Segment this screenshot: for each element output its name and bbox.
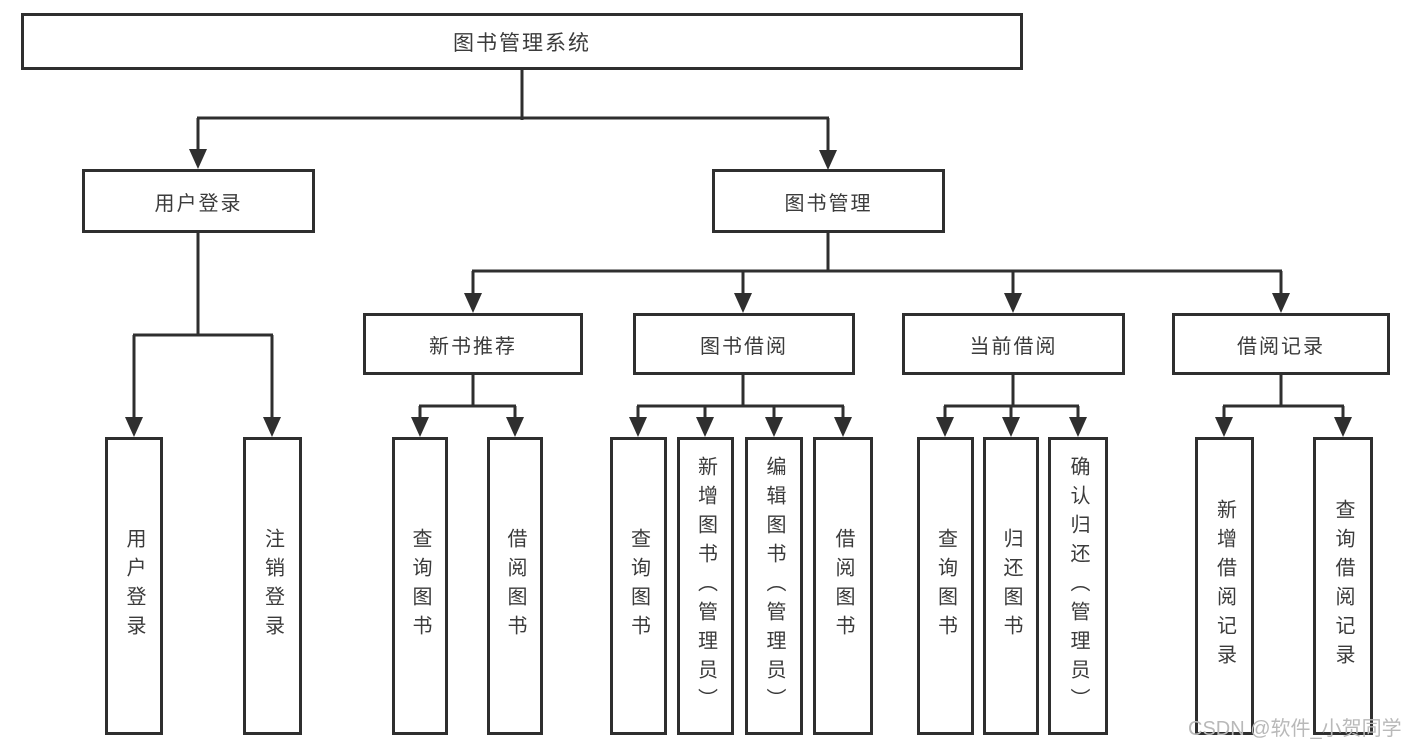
connector-borrow-records-to-leaves [1215,375,1352,437]
leaf-confirm-return-admin-label: 确认归还（管理员） [1067,455,1089,717]
connector-root-to-level1 [189,69,837,170]
leaf-borrow-books-recommend: 借阅图书 [487,437,543,735]
node-borrowing-records: 借阅记录 [1172,313,1390,375]
connector-book-borrow-to-leaves [629,375,852,437]
node-current-borrowing: 当前借阅 [902,313,1125,375]
leaf-borrow-books-borrowing-label: 借阅图书 [832,528,854,644]
node-root-system-label: 图书管理系统 [453,31,591,55]
connector-current-borrow-to-leaves [936,375,1087,437]
leaf-add-borrow-record-label: 新增借阅记录 [1213,499,1236,673]
node-user-login: 用户登录 [82,169,315,233]
leaf-add-book-admin-label: 新增图书（管理员） [694,455,717,717]
leaf-confirm-return-admin: 确认归还（管理员） [1048,437,1108,735]
leaf-user-login-label: 用户登录 [123,528,145,644]
node-current-borrowing-label: 当前借阅 [969,335,1058,358]
leaf-query-books-current: 查询图书 [917,437,974,735]
leaf-logout: 注销登录 [243,437,302,735]
leaf-edit-book-admin-label: 编辑图书（管理员） [763,455,785,717]
leaf-query-books-current-label: 查询图书 [934,528,957,644]
node-new-book-recommendation-label: 新书推荐 [429,335,517,358]
leaf-return-book-label: 归还图书 [1000,528,1022,644]
node-book-management: 图书管理 [712,169,945,233]
leaf-add-borrow-record: 新增借阅记录 [1195,437,1254,735]
node-book-management-label: 图书管理 [784,192,873,215]
leaf-query-borrow-record: 查询借阅记录 [1313,437,1373,735]
node-book-borrowing: 图书借阅 [633,313,855,375]
leaf-query-books-recommend-label: 查询图书 [409,528,431,644]
connector-user-login-to-leaves [125,233,281,437]
node-root-system: 图书管理系统 [21,13,1023,70]
csdn-watermark: CSDN @软件_小贺同学 [1188,718,1402,740]
node-book-borrowing-label: 图书借阅 [700,335,788,358]
leaf-edit-book-admin: 编辑图书（管理员） [745,437,803,735]
leaf-return-book: 归还图书 [983,437,1039,735]
leaf-add-book-admin: 新增图书（管理员） [677,437,734,735]
node-user-login-label: 用户登录 [154,192,243,215]
node-new-book-recommendation: 新书推荐 [363,313,583,375]
leaf-query-books-borrowing-label: 查询图书 [627,528,650,644]
leaf-logout-label: 注销登录 [261,528,284,644]
connector-new-book-to-leaves [411,375,524,437]
leaf-query-books-borrowing: 查询图书 [610,437,667,735]
leaf-query-books-recommend: 查询图书 [392,437,448,735]
leaf-borrow-books-borrowing: 借阅图书 [813,437,873,735]
leaf-borrow-books-recommend-label: 借阅图书 [504,528,526,644]
leaf-user-login: 用户登录 [105,437,163,735]
node-borrowing-records-label: 借阅记录 [1237,335,1325,358]
leaf-query-borrow-record-label: 查询借阅记录 [1332,499,1354,673]
connector-book-mgmt-to-level2 [464,233,1290,313]
